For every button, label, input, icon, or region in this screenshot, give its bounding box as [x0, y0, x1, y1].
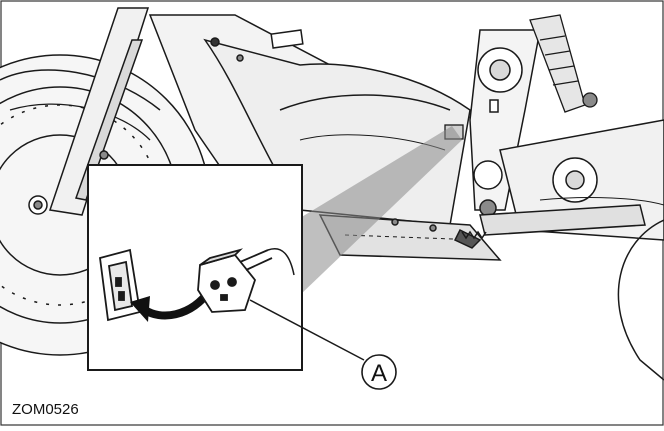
- fork-tube: [49, 7, 150, 216]
- rear-shock: [529, 14, 598, 113]
- callout-circle: [361, 354, 397, 390]
- plug-pin-left: [210, 280, 220, 290]
- callout-a: A: [249, 299, 397, 390]
- belly-pan-screw: [391, 218, 399, 226]
- shock-spring-3: [548, 65, 575, 71]
- plug-ground-pin: [220, 294, 228, 301]
- charge-socket: [99, 248, 142, 322]
- charge-plug: [197, 248, 273, 313]
- frame-pivot-lower: [473, 160, 503, 190]
- swingarm-pivot-center: [565, 170, 585, 190]
- front-fork: [28, 7, 150, 216]
- plug-cable: [239, 249, 269, 263]
- fork-slider: [75, 39, 144, 201]
- panel-screw: [236, 54, 244, 62]
- callout-letter: A: [371, 360, 387, 387]
- shock-mount: [582, 92, 598, 108]
- shock-spring-1: [539, 35, 566, 41]
- shock-spring-4: [552, 80, 579, 86]
- kickstand-and-peg: [453, 204, 646, 249]
- axle-bolt-center: [33, 200, 43, 210]
- socket-pin: [115, 277, 122, 287]
- charge-port-location: [489, 99, 499, 113]
- plug-cable-2: [245, 257, 273, 271]
- callout-leader-line: [249, 299, 365, 361]
- panel-clip: [210, 37, 220, 47]
- belly-pan-screw-2: [429, 224, 437, 232]
- caliper-bolt: [99, 150, 109, 160]
- rear-tire-arc: [617, 219, 664, 381]
- main-frame: [469, 29, 541, 217]
- rear-wheel: [617, 219, 664, 381]
- panel-crease: [279, 94, 451, 111]
- cable-tail: [267, 248, 295, 276]
- fender-upper-edge: [0, 69, 161, 111]
- plug-top: [199, 248, 244, 266]
- footpeg-teeth: [461, 230, 487, 240]
- socket-pin-2: [118, 291, 125, 301]
- swingarm-edge: [539, 197, 664, 206]
- plug-pin-right: [227, 277, 237, 287]
- arrow-head: [130, 296, 150, 322]
- zoom-beam: [300, 126, 462, 295]
- shock-spring-2: [544, 50, 571, 56]
- figure-reference-code: ZOM0526: [12, 401, 79, 418]
- side-badge: [270, 29, 304, 49]
- frame-pivot-upper-center: [489, 59, 511, 81]
- detail-inset: [87, 164, 303, 371]
- footpeg-bar: [479, 204, 646, 236]
